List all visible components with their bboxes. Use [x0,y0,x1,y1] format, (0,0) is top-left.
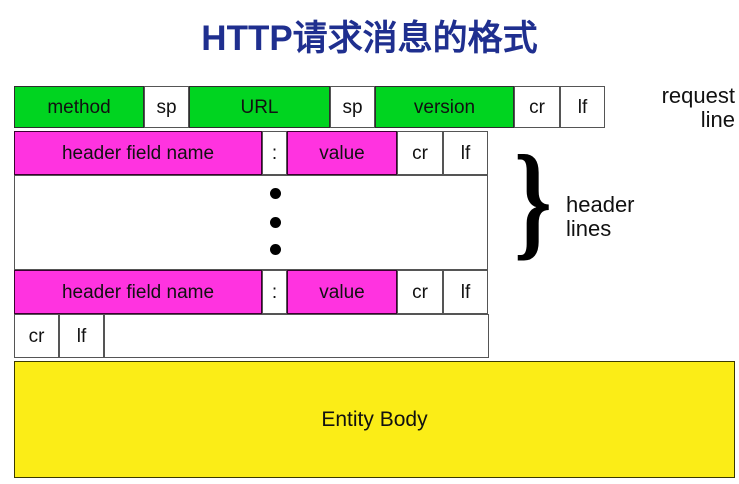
cell-label: lf [577,96,588,118]
cell-label: cr [28,325,45,347]
annotation-request-line: request line [661,83,735,132]
blank-line-cell-cr: cr [14,314,59,358]
ellipsis-dot-icon [270,217,281,228]
request-line-cell-method: method [14,86,144,128]
cell-label: header field name [61,142,215,164]
cell-label: URL [240,96,279,118]
header-lines-brace-icon: } [514,129,552,271]
annotation-header-lines: header lines [566,192,635,241]
header-line-1-cell-cr: cr [397,131,443,175]
header-line-2-cell-colon: : [262,270,287,314]
request-line-cell-cr: cr [514,86,560,128]
header-line-1-cell-colon: : [262,131,287,175]
cell-label: sp [156,96,177,118]
request-line-cell-version: version [375,86,514,128]
header-line-1-cell-value: value [287,131,397,175]
cell-label: lf [460,281,471,303]
continuation-region [14,175,488,270]
cell-label: sp [342,96,363,118]
request-line-cell-sp-1: sp [144,86,189,128]
request-line-cell-sp-2: sp [330,86,375,128]
header-line-1-cell-field-name: header field name [14,131,262,175]
cell-label: value [319,142,365,164]
entity-body-label: Entity Body [321,408,428,431]
entity-body-box: Entity Body [14,361,735,478]
request-line-cell-lf: lf [560,86,605,128]
blank-line-cell-lf: lf [59,314,104,358]
header-line-2-cell-field-name: header field name [14,270,262,314]
cell-label: header field name [61,281,215,303]
cell-label: : [271,142,278,164]
cell-label: version [413,96,476,118]
ellipsis-dot-icon [270,188,281,199]
header-line-2-cell-cr: cr [397,270,443,314]
page-title: HTTP请求消息的格式 [201,19,538,58]
cell-label: method [47,96,111,118]
cell-label: lf [460,142,471,164]
ellipsis-dot-icon [270,244,281,255]
cell-label: value [319,281,365,303]
blank-line-cell-empty [104,314,489,358]
cell-label: cr [412,281,428,303]
header-line-2-cell-lf: lf [443,270,488,314]
request-line-cell-url: URL [189,86,330,128]
cell-label: cr [529,96,545,118]
header-line-1-cell-lf: lf [443,131,488,175]
cell-label: : [271,281,278,303]
header-line-2-cell-value: value [287,270,397,314]
cell-label: cr [412,142,428,164]
cell-label: lf [76,325,87,347]
